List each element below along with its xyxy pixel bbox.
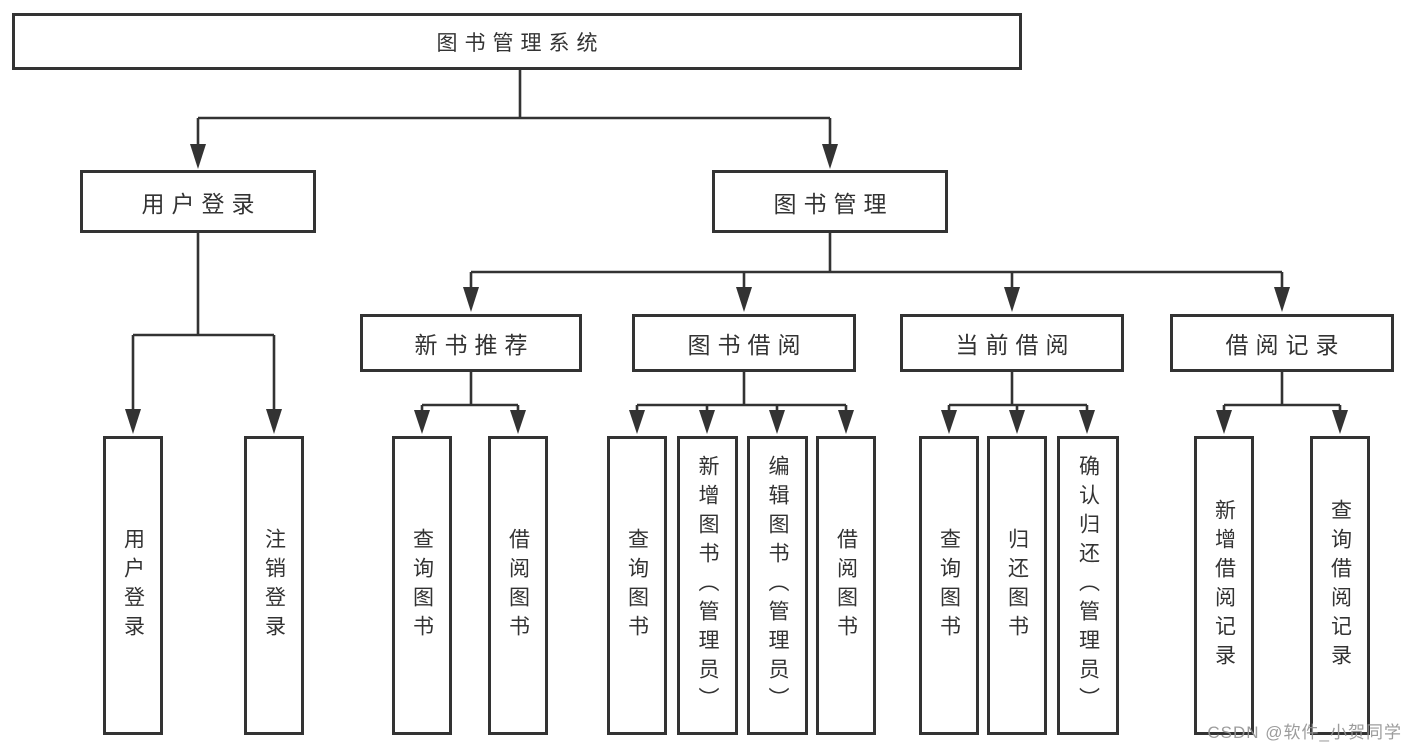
connector-root-to-level2 bbox=[190, 70, 838, 169]
leaf-query-borrow-record: 查询借阅记录 bbox=[1310, 436, 1370, 735]
connector-borrow-record-to-leaves bbox=[1216, 372, 1348, 434]
node-user-login: 用户登录 bbox=[80, 170, 316, 233]
leaf-logout: 注销登录 bbox=[244, 436, 304, 735]
leaf-current-query-books: 查询图书 bbox=[919, 436, 979, 735]
leaf-add-borrow-record: 新增借阅记录 bbox=[1194, 436, 1254, 735]
connector-current-borrow-to-leaves bbox=[941, 372, 1095, 434]
watermark: CSDN @软件_小贺同学 bbox=[1207, 723, 1402, 742]
node-book-borrow: 图书借阅 bbox=[632, 314, 856, 372]
leaf-confirm-return-admin: 确认归还（管理员） bbox=[1057, 436, 1119, 735]
leaf-user-login: 用户登录 bbox=[103, 436, 163, 735]
leaf-newrec-query-books: 查询图书 bbox=[392, 436, 452, 735]
node-borrow-records: 借阅记录 bbox=[1170, 314, 1394, 372]
connector-book-borrow-to-leaves bbox=[629, 372, 854, 434]
leaf-borrow-books: 借阅图书 bbox=[816, 436, 876, 735]
leaf-newrec-borrow-books: 借阅图书 bbox=[488, 436, 548, 735]
leaf-edit-books-admin: 编辑图书（管理员） bbox=[747, 436, 808, 735]
leaf-add-books-admin: 新增图书（管理员） bbox=[677, 436, 738, 735]
connector-new-book-to-leaves bbox=[414, 372, 526, 434]
node-book-management: 图书管理 bbox=[712, 170, 948, 233]
leaf-borrow-query-books: 查询图书 bbox=[607, 436, 667, 735]
leaf-return-books: 归还图书 bbox=[987, 436, 1047, 735]
connector-user-login-to-leaves bbox=[125, 233, 282, 434]
node-new-book-recommend: 新书推荐 bbox=[360, 314, 582, 372]
node-root-system: 图书管理系统 bbox=[12, 13, 1022, 70]
node-current-borrow: 当前借阅 bbox=[900, 314, 1124, 372]
connector-book-management-to-level3 bbox=[463, 233, 1290, 312]
